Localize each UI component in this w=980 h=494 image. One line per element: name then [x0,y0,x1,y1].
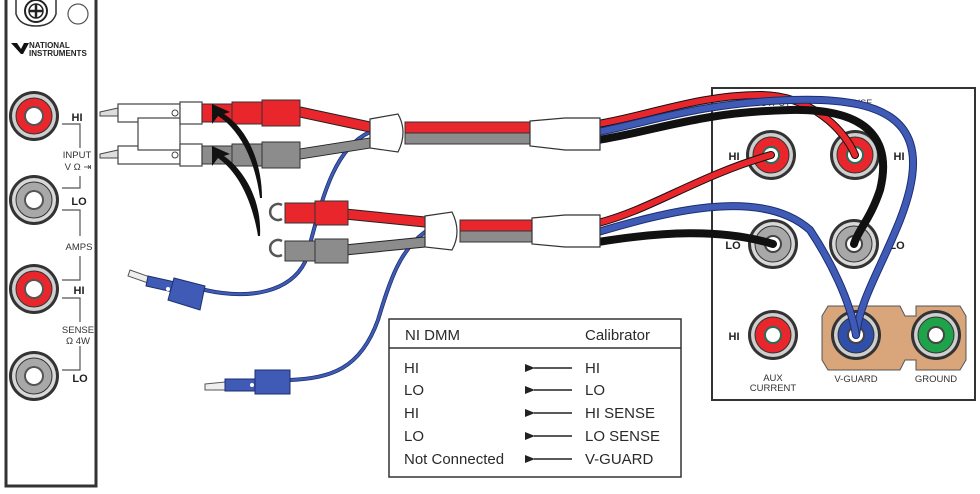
cables [203,90,918,382]
sense-hi-red-wire [595,91,858,158]
row-dmm-terminal: LO [404,382,424,399]
blue-banana-plug-a[interactable] [127,269,206,311]
row-dmm-terminal: Not Connected [404,451,504,468]
spade-lug-connectors[interactable] [268,200,349,264]
row-calibrator-terminal: V-GUARD [585,451,654,468]
cable-boots [369,113,601,251]
dmm-label-hi-input: HI [72,112,83,124]
table-row: HI HI SENSE [404,405,655,422]
cal-label-output-hi: HI [729,151,740,163]
upper-mid-red [404,121,531,134]
blue-lead-b [288,230,427,382]
dmm-panel: NATIONAL INSTRUMENTS [4,0,98,488]
connection-table: NI DMM Calibrator HI HI LO LO HI HI SENS… [388,318,682,478]
input-group-label: INPUT [63,150,92,161]
dmm-label-lo-sense: LO [72,373,88,385]
calibrator-panel: OUTPUT SENSE [711,87,976,401]
table-row: LO LO [404,382,605,399]
input-modes-label: V Ω ⇥ [65,162,92,173]
table-header-dmm: NI DMM [405,327,460,344]
output-hi-red-wire [595,152,774,226]
lower-mid-red [459,219,533,232]
ni-logo-icon [11,43,29,54]
row-dmm-terminal: HI [404,405,419,422]
table-row: LO LO SENSE [404,428,660,445]
brand-line1: NATIONAL [29,41,70,50]
connection-arrows [212,104,262,236]
lower-gray-lead [340,237,430,255]
sense-group-label: SENSE [62,325,94,336]
blue-banana-plug-b[interactable] [204,369,291,395]
lower-splitter-boot [424,211,458,251]
lower-end-boot [531,214,601,248]
cal-label-sense-hi: HI [894,151,905,163]
panel-hole-icon [67,3,89,25]
dmm-panel-frame [4,0,98,488]
dmm-label-lo-input: LO [71,196,87,208]
panel-screw-icon [15,0,57,27]
upper-gray-lead [295,138,375,159]
sense-mode-label: Ω 4W [66,336,90,347]
amps-label: AMPS [66,242,93,253]
output-lo-black-wire [594,229,777,248]
curved-arrow-icon [212,104,262,198]
row-dmm-terminal: HI [404,360,419,377]
cal-terminal-aux-hi[interactable] [748,310,798,360]
upper-end-boot [529,117,601,151]
group-bracket-lines [62,123,81,371]
dmm-terminal-lo-sense[interactable] [9,351,59,401]
table-frame [388,318,682,478]
curved-arrow-icon [212,146,261,236]
current-label: CURRENT [750,383,797,394]
row-calibrator-terminal: LO SENSE [585,428,660,445]
table-row: Not Connected V-GUARD [404,451,654,468]
cal-terminal-ground[interactable] [911,310,961,360]
cal-label-aux-hi: HI [729,331,740,343]
upper-red-lead [295,107,375,132]
dmm-terminal-lo-input[interactable] [9,175,59,225]
vguard-label: V-GUARD [834,374,877,385]
sense-lo-black-wire [594,105,888,248]
lower-red-lead [340,209,430,227]
dmm-terminal-hi-input[interactable] [9,91,59,141]
row-dmm-terminal: LO [404,428,424,445]
aux-label: AUX [763,373,783,384]
brand-line2: INSTRUMENTS [29,49,87,58]
table-header-calibrator: Calibrator [585,327,650,344]
blue-lead-a [203,130,372,296]
output-guard-blue-wire [595,203,859,338]
lower-mid-gray [459,230,533,243]
upper-splitter-boot [369,113,404,153]
row-calibrator-terminal: LO [585,382,605,399]
row-calibrator-terminal: HI SENSE [585,405,655,422]
stacking-banana-plugs[interactable] [99,99,301,169]
ground-label: GROUND [915,374,957,385]
table-row: HI HI [404,360,600,377]
dmm-label-hi-sense: HI [74,285,85,297]
upper-mid-gray [404,132,531,145]
row-calibrator-terminal: HI [585,360,600,377]
dmm-terminal-hi-sense[interactable] [9,264,59,314]
cal-label-output-lo: LO [725,240,741,252]
sense-guard-blue-wire [595,96,917,338]
